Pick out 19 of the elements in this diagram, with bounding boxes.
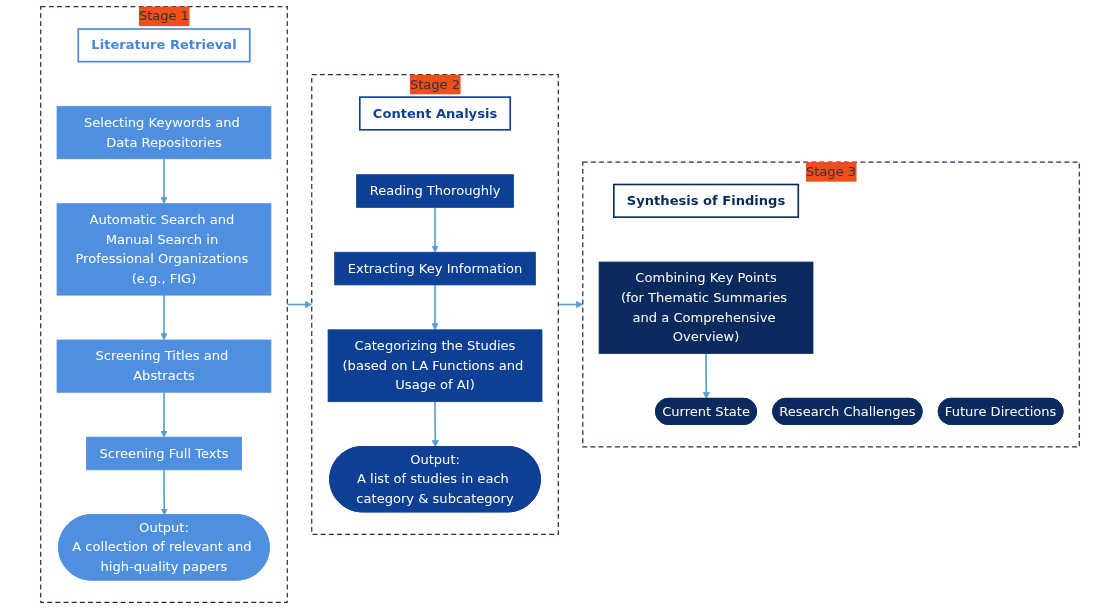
arrow (160, 469, 168, 516)
node-box: Content Analysis (359, 96, 512, 131)
arrow (431, 400, 439, 448)
node-box: Extracting Key Information (334, 251, 536, 286)
node-box: Synthesis of Findings (613, 183, 800, 218)
arrow (160, 391, 168, 438)
node-box: Automatic Search and Manual Search in Professional Organizations (e.g., FIG) (56, 203, 272, 296)
arrow (702, 352, 710, 400)
arrow (431, 284, 439, 331)
node-box: Screening Titles and Abstracts (56, 339, 272, 393)
node-box: Categorizing the Studies (based on LA Functions and Usage of AI) (327, 329, 543, 403)
arrow (431, 206, 439, 253)
node-box: Selecting Keywords and Data Repositories (56, 106, 272, 160)
node-box: Screening Full Texts (86, 436, 242, 471)
node-box: Reading Thoroughly (356, 174, 514, 208)
node-box: Literature Retrieval (77, 28, 251, 63)
node-box: Combining Key Points (for Thematic Summaries and a Comprehensive Overview) (598, 261, 814, 354)
arrow (160, 157, 168, 204)
arrow (160, 294, 168, 341)
